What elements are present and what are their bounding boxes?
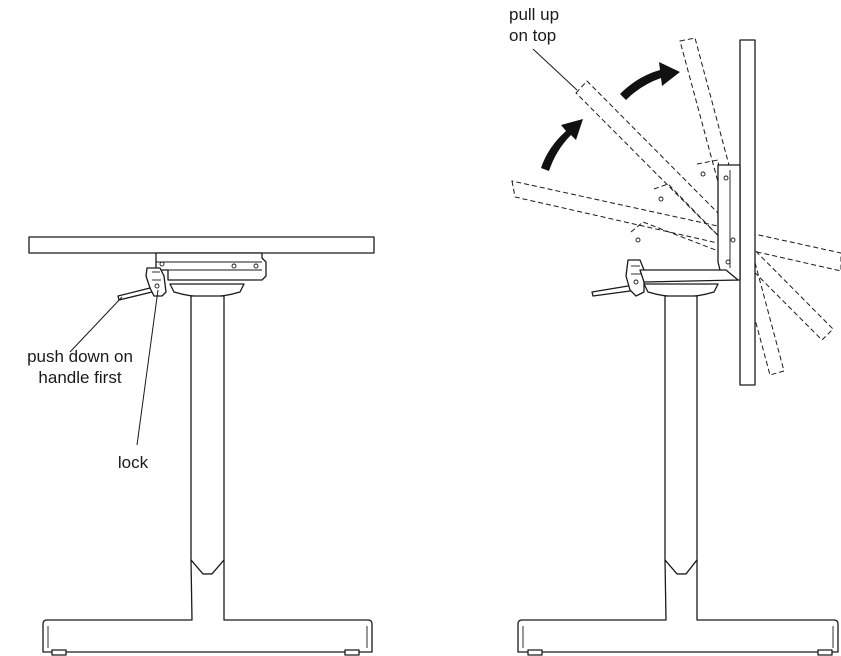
right-hinge-plate xyxy=(639,269,739,283)
left-column-plate xyxy=(169,283,245,298)
lock-leader-line xyxy=(136,289,159,446)
push-down-label-line2: handle first xyxy=(38,368,121,387)
pull-up-label-line1: pull up xyxy=(509,5,559,24)
push-down-label-line1: push down on xyxy=(27,347,133,366)
left-table-flat: push down on handle first lock xyxy=(27,236,375,656)
curved-arrow-upper xyxy=(620,62,680,100)
push-down-leader-line xyxy=(69,296,123,353)
right-base-foot xyxy=(517,559,839,656)
dashed-top-position-2 xyxy=(575,80,834,341)
lock-callout: lock xyxy=(118,289,159,472)
pull-up-callout: pull up on top xyxy=(509,5,578,91)
right-column-plate xyxy=(643,283,719,298)
lock-label: lock xyxy=(118,453,149,472)
right-column xyxy=(664,295,698,575)
curved-arrow-lower xyxy=(541,119,583,171)
left-lock-handle xyxy=(117,267,167,301)
right-tilt-mechanism xyxy=(717,164,741,281)
tilt-motion-arrows xyxy=(541,62,680,171)
right-table-top-vertical xyxy=(739,39,756,386)
right-table-tilting: pull up on top xyxy=(509,5,841,656)
right-lock-handle xyxy=(591,259,645,297)
left-column xyxy=(190,295,225,575)
pull-up-leader-line xyxy=(532,48,578,91)
left-table-top xyxy=(28,236,375,254)
left-tilt-mechanism xyxy=(155,252,267,281)
pull-up-label-line2: on top xyxy=(509,26,556,45)
dashed-bracket-2 xyxy=(630,221,727,255)
left-base-foot xyxy=(42,559,373,656)
push-down-callout: push down on handle first xyxy=(27,296,133,387)
